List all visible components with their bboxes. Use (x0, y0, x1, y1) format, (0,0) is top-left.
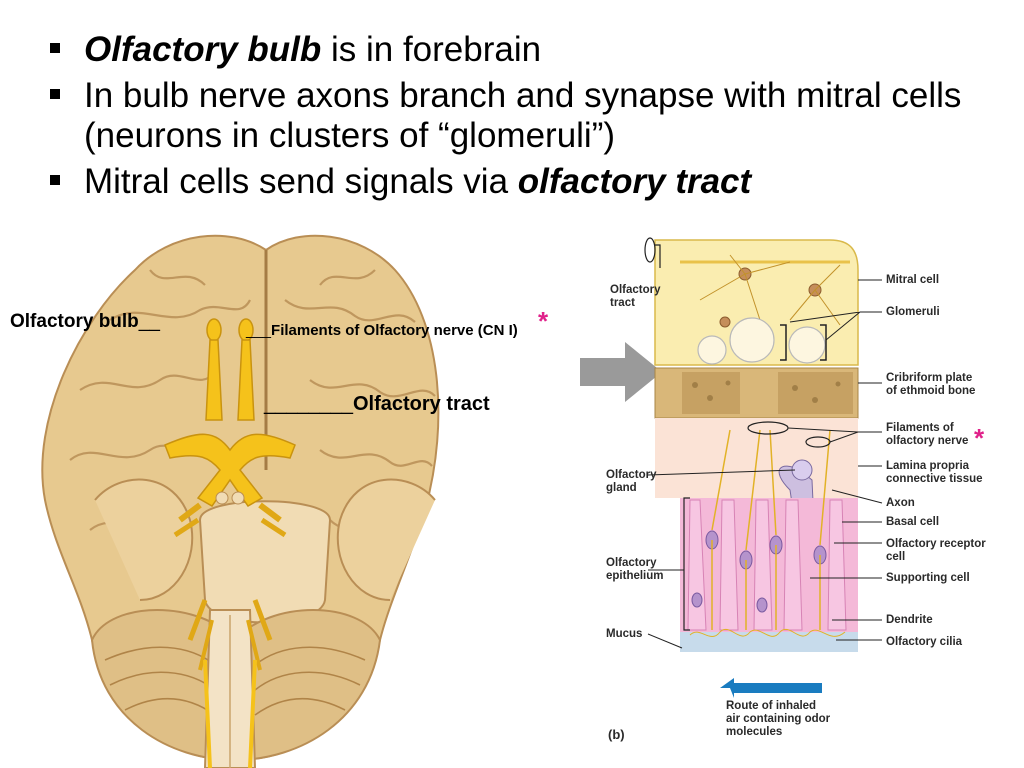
label-dendrite: Dendrite (886, 614, 933, 626)
label-filaments: Filaments of olfactory nerve (886, 422, 969, 447)
bullet-list: Olfactory bulb is in forebrain In bulb n… (44, 30, 1004, 208)
bullet-2: In bulb nerve axons branch and synapse w… (44, 76, 1004, 156)
bullet-square-icon (50, 89, 60, 99)
brain-label-olfactory-tract: ________Olfactory tract (264, 393, 490, 415)
epithelium-illustration (644, 237, 883, 698)
label-air-route: Route of inhaled air containing odor mol… (726, 700, 831, 738)
label-mucus: Mucus (606, 628, 643, 640)
label-cribriform-plate: Cribriform plate of ethmoid bone (886, 372, 976, 397)
label-olfactory-gland: Olfactory gland (606, 469, 657, 494)
bullet-2-text: In bulb nerve axons branch and synapse w… (84, 76, 962, 155)
bullet-square-icon (50, 175, 60, 185)
label-supporting-cell: Supporting cell (886, 572, 970, 584)
brain-label-filaments: ___Filaments of Olfactory nerve (CN I) (246, 322, 518, 339)
bullet-1: Olfactory bulb is in forebrain (44, 30, 1004, 70)
bullet-1-text: is in forebrain (321, 30, 542, 69)
label-glomeruli: Glomeruli (886, 306, 940, 318)
label-panel-b: (b) (608, 727, 625, 742)
label-basal-cell: Basal cell (886, 516, 940, 528)
label-olfactory-cilia: Olfactory cilia (886, 636, 963, 648)
star-marker-detail: * (974, 423, 985, 453)
pointer-arrow (580, 342, 662, 402)
bullet-1-emphasis: Olfactory bulb (84, 30, 322, 69)
star-marker-brain: * (538, 306, 549, 336)
label-olfactory-epithelium: Olfactory epithelium (606, 557, 664, 582)
label-axon: Axon (886, 497, 915, 509)
label-olfactory-tract: Olfactory tract (610, 284, 661, 309)
label-lamina-propria: Lamina propria connective tissue (886, 460, 983, 485)
bullet-3-text: Mitral cells send signals via (84, 162, 518, 201)
brain-illustration (41, 234, 440, 768)
bullet-3: Mitral cells send signals via olfactory … (44, 162, 1004, 202)
bullet-square-icon (50, 43, 60, 53)
bullet-3-emphasis: olfactory tract (517, 162, 752, 201)
label-receptor-cell: Olfactory receptor cell (886, 538, 986, 563)
brain-label-olfactory-bulb: Olfactory bulb__ (10, 311, 160, 332)
label-mitral-cell: Mitral cell (886, 274, 940, 286)
